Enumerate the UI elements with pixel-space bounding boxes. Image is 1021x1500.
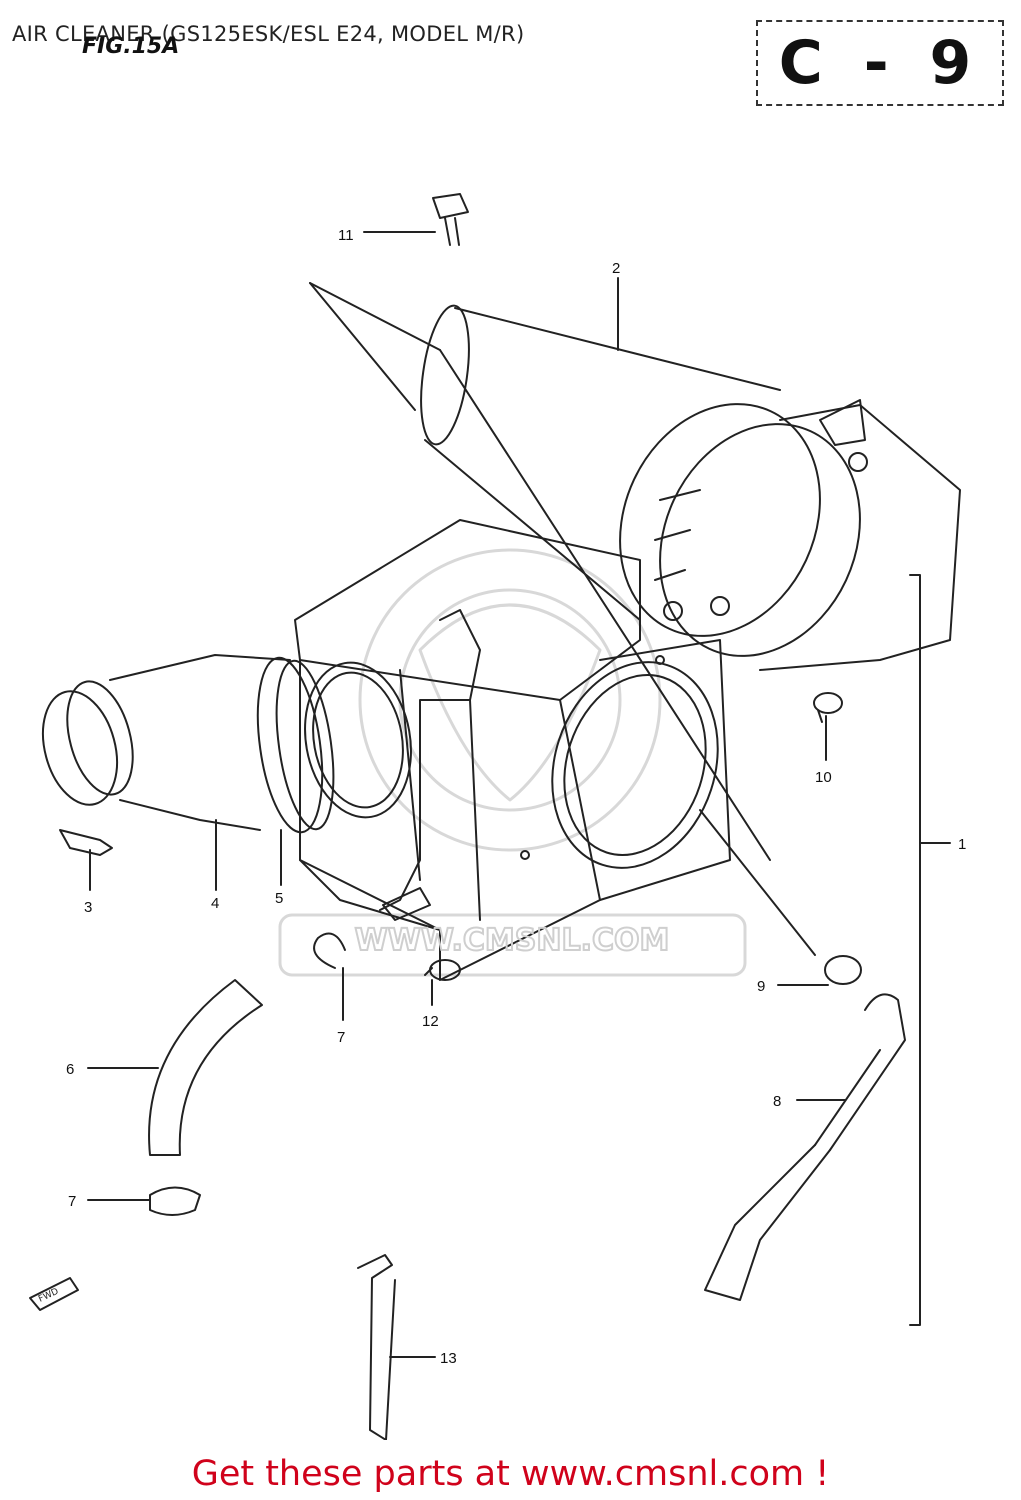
- callout-3: 3: [84, 899, 92, 916]
- callout-1: 1: [958, 836, 966, 853]
- callout-11: 11: [338, 227, 354, 244]
- screw-12: [424, 959, 461, 981]
- intake-pipe: [42, 654, 335, 856]
- callout-6: 6: [66, 1061, 74, 1078]
- callout-12: 12: [422, 1013, 439, 1030]
- callout-2: 2: [612, 260, 620, 277]
- hose-6: [148, 979, 263, 1156]
- air-cleaner-case: [294, 519, 731, 981]
- screw-10: [813, 692, 843, 723]
- callout-5: 5: [275, 890, 283, 907]
- page-code-box: C - 9: [756, 20, 1004, 106]
- air-cleaner-element: [420, 304, 961, 671]
- bolt-11: [432, 193, 469, 246]
- clip-7-upper: [313, 932, 346, 969]
- watermark-logo: [278, 548, 747, 977]
- exploded-diagram: 11 2 10 1 3 4 5 7 12 9 6 8 7 13 WWW.CMSN…: [29, 193, 966, 1440]
- callout-9: 9: [757, 978, 765, 995]
- callout-4: 4: [211, 895, 219, 912]
- figure-label: FIG.15A: [82, 34, 180, 59]
- strap-13: [357, 1254, 396, 1440]
- watermark-text: WWW.CMSNL.COM: [355, 923, 670, 958]
- callout-10: 10: [815, 769, 832, 786]
- footer-link-text[interactable]: Get these parts at www.cmsnl.com !: [191, 1454, 830, 1494]
- callout-7-upper: 7: [337, 1029, 345, 1046]
- clamp-7-lower: [149, 1186, 201, 1216]
- clip-9: [824, 955, 862, 985]
- fitting-piece: [382, 887, 431, 921]
- diagram-title: AIR CLEANER (GS125ESK/ESL E24, MODEL M/R…: [12, 22, 525, 46]
- drain-pipe-8: [704, 993, 906, 1301]
- callout-7-lower: 7: [68, 1193, 76, 1210]
- fwd-arrow-icon: [29, 1277, 79, 1311]
- callout-8: 8: [773, 1093, 781, 1110]
- callout-13: 13: [440, 1350, 457, 1367]
